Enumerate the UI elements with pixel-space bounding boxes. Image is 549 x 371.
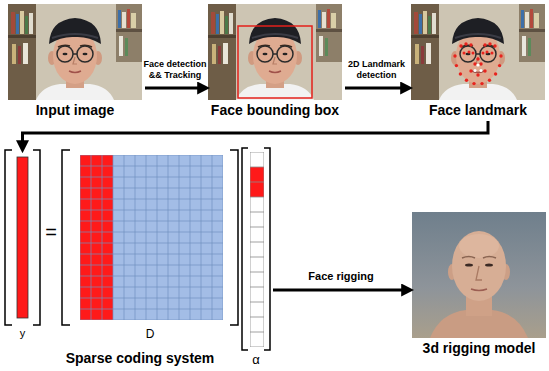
vector-box: y bbox=[5, 150, 40, 341]
landmark-dots-part bbox=[453, 54, 456, 57]
rigging-model-render-part bbox=[465, 263, 473, 266]
landmark-dots-part bbox=[455, 64, 458, 67]
landmark-dots-part bbox=[486, 51, 489, 54]
rigging-model-render-part bbox=[485, 263, 493, 266]
landmark-photo-part bbox=[411, 4, 545, 100]
photo-box: Face bounding box bbox=[208, 4, 342, 119]
bbox-photo bbox=[208, 4, 342, 100]
node-caption: D bbox=[146, 327, 155, 341]
matrix-box: D bbox=[62, 150, 238, 342]
rigging-model-render-part bbox=[471, 289, 487, 291]
landmark-dots-part bbox=[459, 72, 462, 75]
node-caption: 3d rigging model bbox=[423, 340, 536, 357]
face-bounding-box bbox=[238, 26, 312, 98]
landmark-photo bbox=[411, 4, 545, 100]
landmark-dots-part bbox=[494, 72, 497, 75]
alpha-vector-part bbox=[264, 148, 270, 350]
y-vector-part bbox=[17, 157, 28, 318]
landmark-dots-part bbox=[468, 51, 471, 54]
landmark-dots-part bbox=[499, 54, 502, 57]
landmark-dots-part bbox=[482, 52, 485, 55]
flow-arrow bbox=[23, 121, 489, 148]
node-caption: Face landmark bbox=[429, 102, 527, 119]
d-matrix-part bbox=[230, 150, 238, 325]
landmark-dots-part bbox=[469, 43, 472, 46]
landmark-dots-part bbox=[498, 64, 501, 67]
landmark-dots-part bbox=[472, 82, 475, 85]
vector-box: α bbox=[242, 148, 270, 368]
rigging-model-render-part bbox=[483, 257, 496, 259]
rigging-model-render-part bbox=[459, 234, 499, 258]
edge-label: Face detection && Tracking bbox=[143, 59, 207, 81]
landmark-dots-part bbox=[480, 82, 483, 85]
y-vector-part bbox=[5, 150, 12, 325]
d-matrix-part bbox=[62, 150, 70, 325]
flow-arrow bbox=[145, 87, 205, 90]
landmark-dots-part bbox=[483, 43, 486, 46]
section-title: Sparse coding system bbox=[66, 350, 215, 367]
node-caption: α bbox=[252, 352, 260, 368]
flow-arrow bbox=[273, 289, 409, 292]
landmark-dots-part bbox=[491, 52, 494, 55]
edge-label: 2D Landmark detection bbox=[345, 59, 409, 81]
landmark-dots-part bbox=[465, 79, 468, 82]
landmark-dots-part bbox=[472, 52, 475, 55]
landmark-dots-part bbox=[483, 69, 486, 72]
rigging-model-render-part bbox=[476, 266, 482, 280]
alpha-vector-part bbox=[250, 152, 264, 347]
landmark-dots-part bbox=[474, 69, 477, 72]
node-caption: y bbox=[20, 327, 26, 340]
landmark-dots bbox=[453, 42, 502, 85]
alpha-vector-part bbox=[242, 148, 248, 350]
landmark-dots-part bbox=[464, 42, 467, 45]
node-caption: Face bounding box bbox=[211, 102, 339, 119]
rigging-model-render-part bbox=[452, 231, 506, 301]
y-vector-part bbox=[33, 150, 40, 325]
landmark-dots-part bbox=[493, 44, 496, 47]
photo-box: Input image bbox=[8, 4, 142, 119]
rigging-model-render-part bbox=[462, 257, 475, 259]
edge-label: Face rigging bbox=[308, 270, 373, 283]
landmark-dots-part bbox=[480, 69, 483, 72]
landmark-dots-part bbox=[476, 57, 479, 60]
input-photo bbox=[8, 4, 142, 100]
landmark-dots-part bbox=[473, 62, 476, 65]
d-matrix-part bbox=[80, 155, 223, 320]
landmark-dots-part bbox=[469, 69, 472, 72]
alpha-vector bbox=[242, 148, 270, 350]
node-caption: Input image bbox=[36, 102, 115, 119]
d-matrix bbox=[62, 150, 238, 325]
rigging-model-render-part bbox=[412, 212, 546, 338]
landmark-dots-part bbox=[459, 44, 462, 47]
landmark-dots-part bbox=[476, 73, 479, 76]
y-vector bbox=[5, 150, 40, 325]
landmark-dots-part bbox=[488, 42, 491, 45]
model-box: 3d rigging model bbox=[412, 212, 546, 357]
landmark-dots-part bbox=[479, 62, 482, 65]
equals-sign: = bbox=[45, 220, 57, 244]
photo-box: Face landmark bbox=[411, 4, 545, 119]
bbox-photo-part bbox=[208, 4, 342, 100]
landmark-dots-part bbox=[488, 79, 491, 82]
d-matrix-part bbox=[80, 155, 223, 320]
alpha-vector-part bbox=[250, 152, 264, 347]
rigging-model-render bbox=[412, 212, 546, 338]
landmark-dots-part bbox=[463, 52, 466, 55]
landmark-dots-part bbox=[476, 63, 479, 66]
flow-arrow bbox=[345, 87, 408, 90]
input-photo-part bbox=[8, 4, 142, 100]
